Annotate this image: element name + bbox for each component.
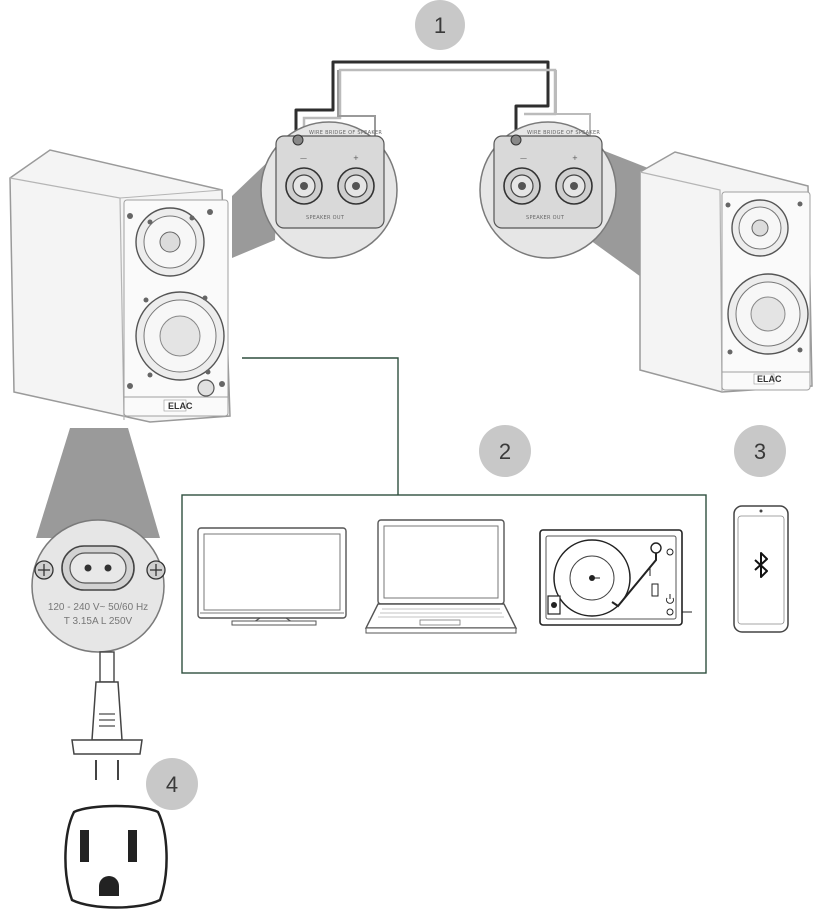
right-mount-screw bbox=[146, 560, 166, 580]
right-terminal-minus: — bbox=[520, 154, 527, 162]
source-devices-box bbox=[181, 494, 707, 674]
zoom-cone-power bbox=[36, 428, 160, 538]
svg-text:1: 1 bbox=[434, 13, 446, 38]
tv-icon bbox=[197, 527, 347, 626]
power-rating-voltage: 120 - 240 V~ 50/60 Hz bbox=[48, 602, 148, 613]
right-speaker-logo: ELAC bbox=[757, 374, 782, 384]
smartphone bbox=[733, 505, 789, 633]
power-plug bbox=[71, 651, 143, 780]
turntable-icon bbox=[539, 529, 692, 626]
svg-text:3: 3 bbox=[754, 439, 766, 464]
step-badge-2: 2 bbox=[479, 425, 531, 477]
left-terminal-header: WIRE BRIDGE OF SPEAKER bbox=[309, 130, 382, 136]
volume-knob bbox=[197, 379, 215, 397]
right-terminal-plus: + bbox=[572, 154, 578, 162]
left-terminal-plus: + bbox=[353, 154, 359, 162]
left-speaker: ELAC bbox=[9, 149, 231, 423]
bluetooth-icon bbox=[754, 552, 768, 578]
step-badge-1: 1 bbox=[415, 0, 465, 50]
laptop-icon bbox=[364, 519, 518, 634]
left-terminal-minus: — bbox=[300, 154, 307, 162]
power-rating-fuse: T 3.15A L 250V bbox=[64, 616, 133, 627]
speaker-cable bbox=[294, 60, 591, 140]
step-badge-4: 4 bbox=[146, 758, 198, 810]
left-mount-screw bbox=[34, 560, 54, 580]
left-speaker-logo: ELAC bbox=[168, 401, 193, 411]
right-terminal-header: WIRE BRIDGE OF SPEAKER bbox=[527, 130, 600, 136]
step-badge-3: 3 bbox=[734, 425, 786, 477]
left-terminal-zoom: WIRE BRIDGE OF SPEAKER — + SPEAKER OUT bbox=[260, 121, 398, 259]
svg-text:4: 4 bbox=[166, 772, 178, 797]
left-terminal-label: SPEAKER OUT bbox=[306, 215, 345, 221]
right-terminal-zoom: WIRE BRIDGE OF SPEAKER — + SPEAKER OUT bbox=[479, 121, 617, 259]
power-inlet-zoom: 120 - 240 V~ 50/60 Hz T 3.15A L 250V bbox=[31, 519, 166, 653]
source-link-line bbox=[242, 357, 399, 495]
right-terminal-label: SPEAKER OUT bbox=[526, 215, 565, 221]
svg-text:2: 2 bbox=[499, 439, 511, 464]
power-icon bbox=[666, 594, 674, 604]
wall-outlet-icon bbox=[64, 804, 168, 909]
right-speaker: ELAC bbox=[639, 151, 813, 393]
